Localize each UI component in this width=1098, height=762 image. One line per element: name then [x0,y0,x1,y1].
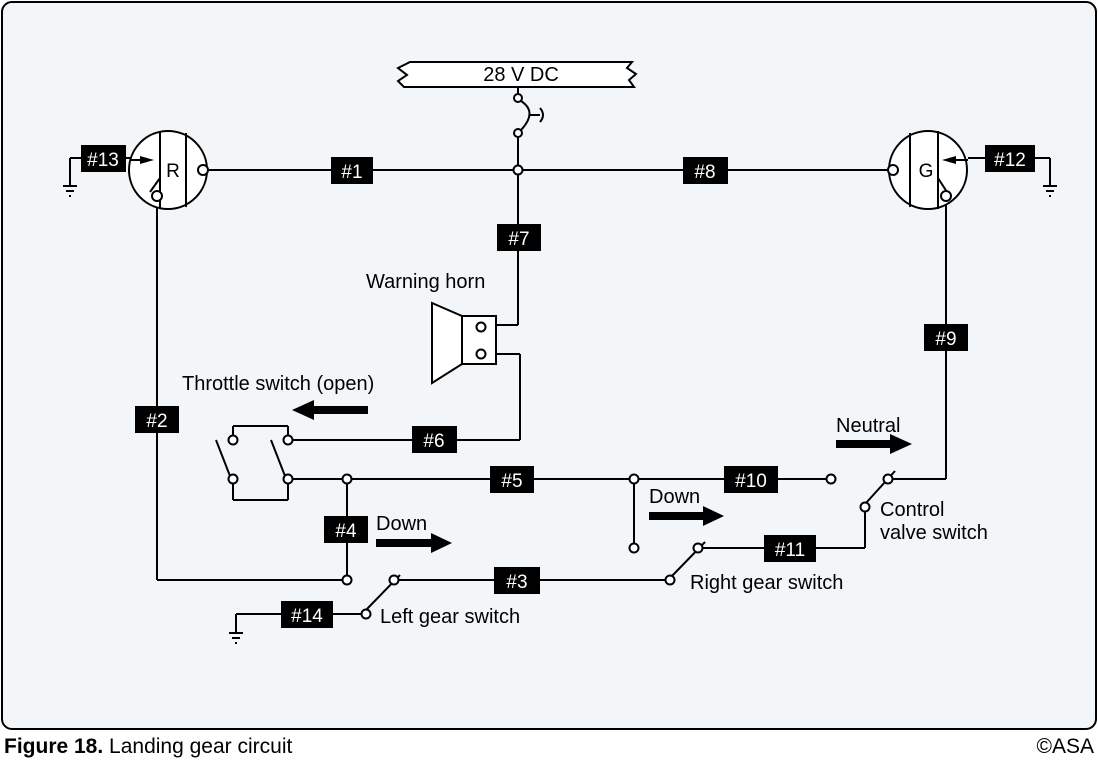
wire-tag-5-text: #5 [501,471,522,492]
warning-horn-label: Warning horn [366,271,485,293]
red-light-letter: R [166,161,180,182]
ground-icon [1043,185,1057,197]
wire-tag-6: #6 [412,426,457,453]
arrow-icon [376,533,452,553]
ground-icon [63,185,77,197]
green-gear-light: G [887,130,968,210]
right-gear-switch-label: Right gear switch [690,572,843,594]
caption-figure-number: Figure 18. [4,735,104,758]
wire-tag-4-text: #4 [335,521,357,542]
red-gear-light: R [128,130,209,210]
wire-tag-2: #2 [135,406,179,433]
right-gear-switch [664,541,706,586]
wire-tag-7-text: #7 [508,229,529,250]
warning-horn-icon [431,301,497,385]
throttle-switch-label: Throttle switch (open) [182,373,374,395]
wire-tag-14: #14 [281,601,333,628]
down-right-label: Down [649,486,700,508]
arrow-icon [836,434,912,454]
wire-tag-8: #8 [683,157,728,184]
control-valve-label-line2: valve switch [880,522,988,544]
caption-text: Landing gear circuit [109,735,293,758]
wire-tag-9: #9 [924,324,968,351]
wire-tag-10: #10 [724,466,778,493]
wire-tag-12-text: #12 [994,150,1026,171]
wire-tag-2-text: #2 [146,411,167,432]
power-bus: 28 V DC [396,61,638,88]
junction-nodes [341,164,837,586]
power-bus-label: 28 V DC [483,64,559,86]
copyright-notice: ©ASA [1036,735,1095,758]
wire-tag-8-text: #8 [694,162,715,183]
wire-tag-5: #5 [490,466,534,493]
wire-tag-14-text: #14 [291,606,323,627]
wire-tag-3: #3 [494,567,540,594]
arrow-icon [292,400,368,420]
control-valve-switch [859,470,896,513]
throttle-switch [215,425,294,501]
wire-tag-9-text: #9 [935,329,956,350]
wire-tag-13: #13 [81,145,126,172]
wire-tag-11: #11 [764,535,816,562]
wire-tag-7: #7 [497,224,541,251]
diagram-panel [1,1,1097,730]
down-left-label: Down [376,513,427,535]
wire-tag-1-text: #1 [341,162,362,183]
wire-tag-6-text: #6 [423,431,444,452]
neutral-label: Neutral [836,415,900,437]
green-light-letter: G [919,161,934,182]
ground-icon [229,632,243,644]
wire-tag-1: #1 [331,157,373,184]
control-valve-label-line1: Control [880,499,944,521]
wire-tag-4: #4 [324,516,368,543]
left-gear-switch-label: Left gear switch [380,606,520,628]
wire-tag-3-text: #3 [506,572,527,593]
caption-title: Figure 18. Landing gear circuit [4,735,292,759]
wire-tag-13-text: #13 [87,150,119,171]
wire-tag-10-text: #10 [735,471,767,492]
wire-tag-11-text: #11 [775,540,805,561]
figure-caption: Figure 18. Landing gear circuit ©ASA [2,733,1096,761]
wire-tag-12: #12 [985,145,1035,172]
circuit-breaker-icon [513,87,544,166]
left-gear-switch [360,574,401,620]
arrow-icon [649,506,724,526]
